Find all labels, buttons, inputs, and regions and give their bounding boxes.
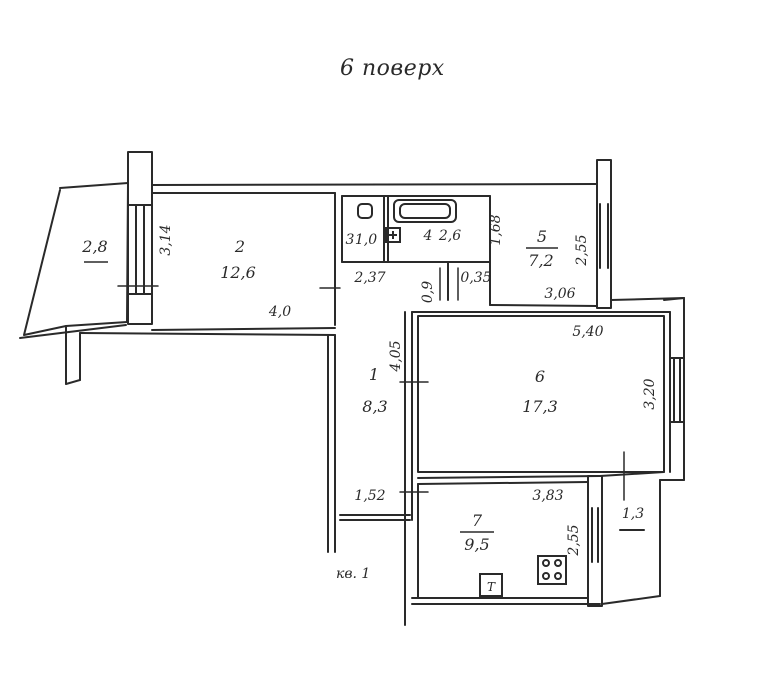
room-7-number: 7: [472, 511, 483, 530]
toilet-icon: [357, 203, 373, 219]
room-6-walls: [411, 297, 685, 481]
room-5-number: 5: [537, 227, 547, 246]
cabinet-label: Т: [487, 580, 496, 594]
room-3-area: 1,0: [355, 232, 377, 248]
floor-title: 6 поверх: [340, 56, 445, 81]
dim-2-37: 2,37: [353, 270, 385, 286]
room-3-number: 3: [346, 232, 355, 248]
room-2-area: 12,6: [220, 263, 256, 282]
dim-2-55-bottom: 2,55: [566, 524, 582, 556]
bathroom-walls: [341, 195, 491, 306]
room-2-walls: [65, 151, 597, 385]
dimension-ticks: [117, 267, 625, 501]
loggia-walls: [601, 479, 685, 605]
dim-3-20: 3,20: [642, 378, 658, 409]
corridor-walls: [327, 311, 413, 626]
stove-icon: [537, 555, 567, 585]
loggia-area: 1,3: [622, 506, 644, 522]
room-7-area: 9,5: [464, 535, 489, 554]
dim-4-0: 4,0: [268, 304, 291, 320]
dim-1-68: 1,68: [488, 214, 504, 245]
dim-3-14: 3,14: [158, 224, 174, 255]
room-5-walls: [489, 159, 685, 309]
dim-0-35: 0,35: [460, 270, 491, 286]
balcony-outline: [19, 182, 129, 339]
room-1-area: 8,3: [362, 397, 387, 416]
room-7-walls: [411, 475, 603, 607]
apartment-label: кв. 1: [336, 566, 370, 582]
dim-3-83: 3,83: [532, 488, 563, 504]
room-4-number: 4: [423, 228, 433, 244]
sink-icon: [385, 227, 401, 243]
dim-4-05: 4,05: [388, 340, 404, 372]
room-5-area: 7,2: [528, 251, 553, 270]
cabinet-box: [479, 573, 503, 597]
room-1-number: 1: [369, 365, 379, 384]
dim-1-52: 1,52: [354, 488, 385, 504]
room-6-area: 17,3: [522, 397, 558, 416]
bathtub-icon: [393, 199, 457, 223]
dim-5-40: 5,40: [572, 324, 603, 340]
room-2-number: 2: [234, 237, 245, 256]
room-6-number: 6: [535, 367, 545, 386]
dim-0-9: 0,9: [420, 281, 436, 303]
dim-3-06: 3,06: [544, 286, 575, 302]
dim-2-55-top: 2,55: [574, 234, 590, 266]
room-4-area: 2,6: [438, 228, 461, 244]
balcony-area: 2,8: [81, 237, 107, 256]
